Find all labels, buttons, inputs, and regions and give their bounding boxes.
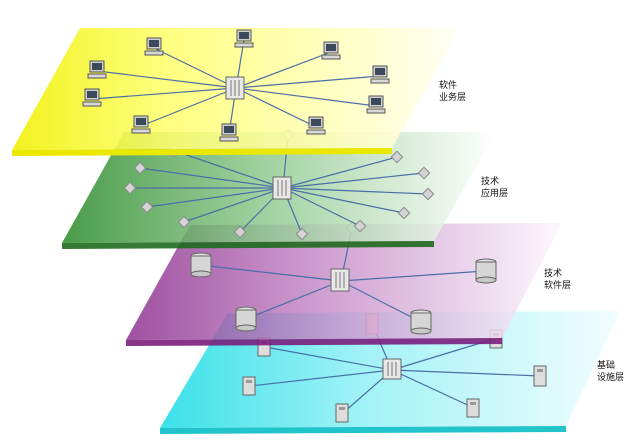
layer-technical-software [126, 221, 562, 346]
layer-label-line2: 业务层 [439, 93, 467, 103]
diamond-node-icon [397, 206, 411, 220]
diamond-node-icon [140, 200, 154, 214]
layer-technical-application-edge [62, 241, 434, 249]
diamond-node-icon [421, 187, 435, 201]
infrastructure-hub-switch [382, 358, 402, 380]
computer-icon [321, 41, 341, 60]
layer-label-line2: 应用层 [481, 189, 509, 199]
layer-label-line1: 技术 [481, 177, 500, 187]
software-business-hub-switch [225, 76, 245, 100]
layer-label-line1: 软件 [439, 81, 458, 91]
diamond-node-icon [390, 150, 404, 164]
layer-label-technical-software: 技术 软件层 [544, 268, 571, 292]
database-icon [235, 306, 257, 332]
server-icon [242, 376, 256, 396]
diamond-node-icon [233, 225, 247, 239]
layer-label-line2: 软件层 [544, 281, 572, 291]
diamond-node-icon [133, 161, 147, 175]
layer-software-business [12, 28, 460, 156]
computer-icon [370, 65, 390, 84]
server-icon [533, 365, 547, 387]
server-icon [466, 398, 480, 418]
computer-icon [219, 123, 239, 142]
diamond-node-icon [123, 181, 137, 195]
database-icon [410, 309, 432, 335]
computer-icon [82, 88, 102, 107]
diamond-node-icon [353, 219, 367, 233]
technical-application-hub-switch [272, 176, 292, 200]
software-business-nodes [82, 29, 390, 142]
server-icon [335, 403, 349, 423]
database-icon [190, 252, 212, 278]
software-business-links [91, 39, 381, 135]
computer-icon [366, 95, 386, 114]
layer-label-software-business: 软件 业务层 [439, 80, 466, 104]
layer-software-business-edge [12, 148, 392, 156]
computer-icon [87, 60, 107, 79]
layer-technical-software-edge [126, 338, 502, 346]
technical-application-links [130, 134, 429, 235]
computer-icon [144, 37, 164, 56]
database-icon [475, 258, 497, 284]
layer-label-technical-application: 技术 应用层 [481, 176, 508, 200]
computer-icon [131, 115, 151, 134]
diamond-node-icon [417, 166, 431, 180]
layer-label-line1: 技术 [544, 269, 563, 279]
layer-infrastructure-edge [160, 426, 566, 434]
layer-label-line2: 设施层 [597, 373, 625, 383]
diamond-node-icon [177, 215, 191, 229]
layer-label-infrastructure: 基础 设施层 [597, 360, 624, 384]
layer-label-line1: 基础 [597, 361, 616, 371]
diamond-node-icon [295, 227, 309, 241]
computer-icon [306, 116, 326, 135]
computer-icon [234, 29, 254, 48]
technical-software-hub-switch [330, 268, 350, 292]
